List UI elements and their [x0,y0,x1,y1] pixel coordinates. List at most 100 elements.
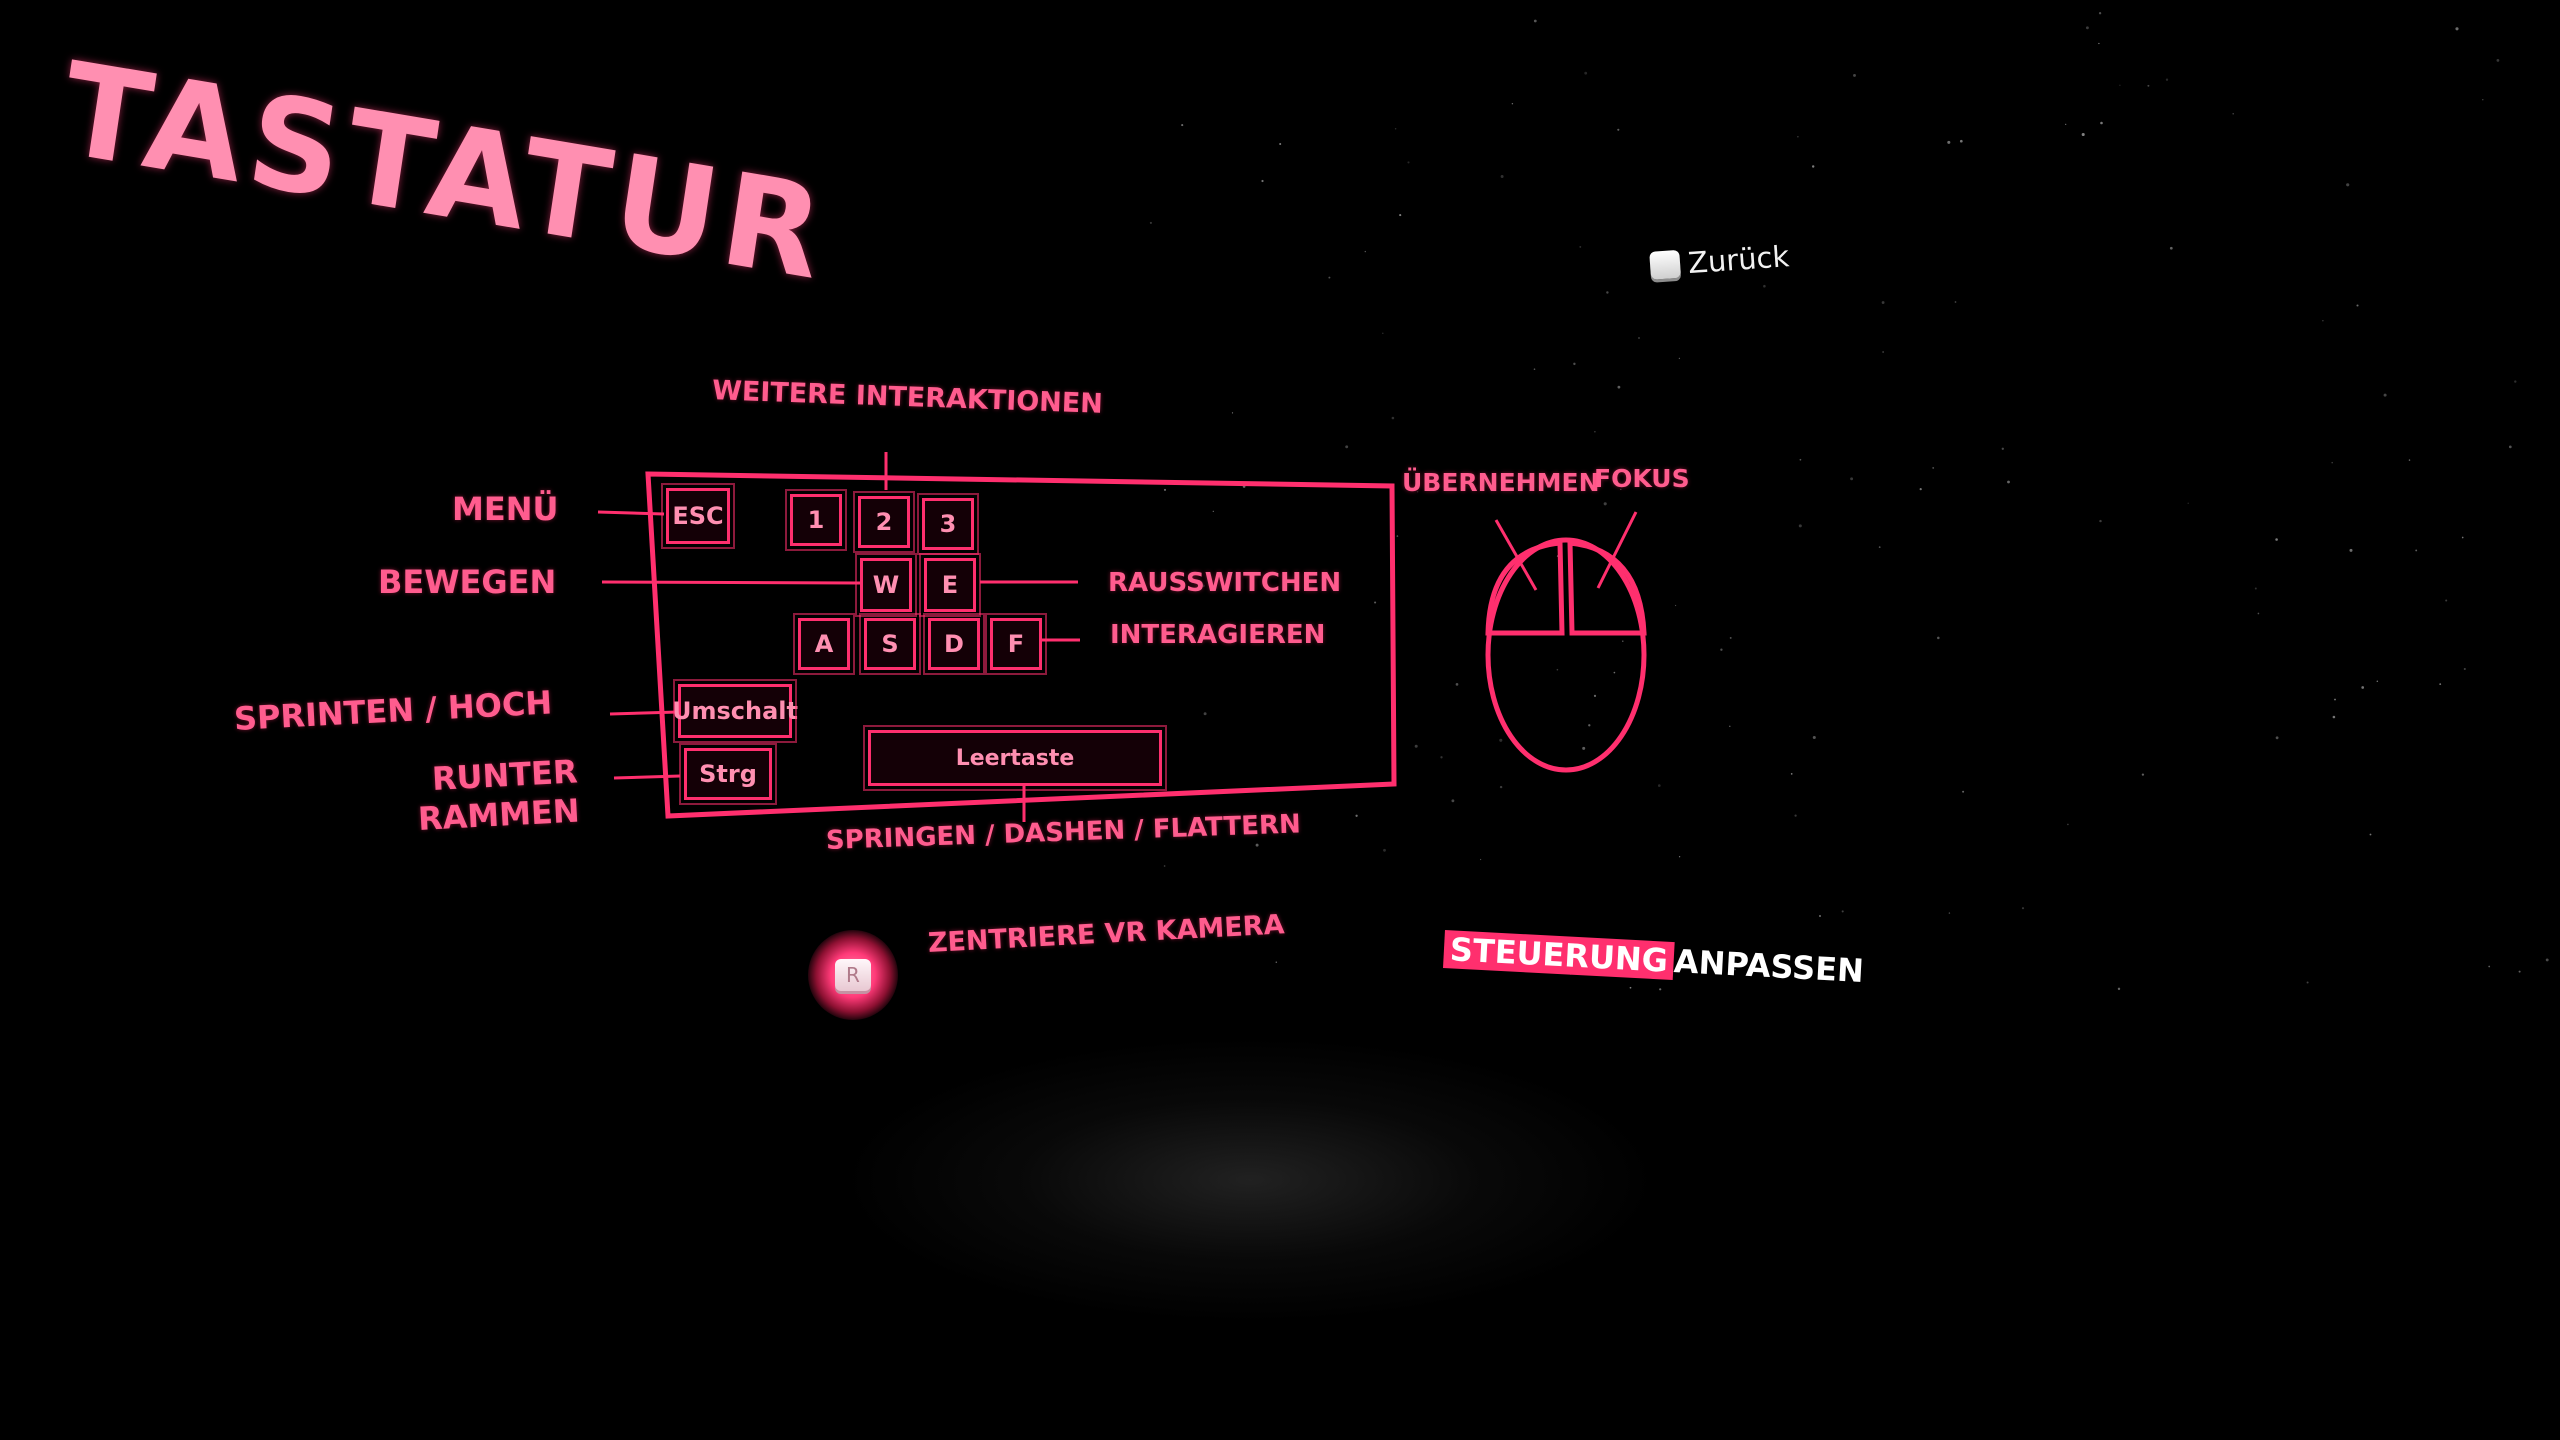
key-2[interactable]: 2 [853,491,915,553]
star [1394,128,1397,130]
star [1622,640,1624,642]
key-3[interactable]: 3 [917,493,979,555]
star [2119,84,2121,86]
star [1850,477,1854,481]
star [1212,510,1214,512]
star [1799,458,1802,461]
star [2514,380,2517,383]
star [1954,301,1957,303]
star [1617,385,1621,389]
key-esc[interactable]: ESC [661,483,735,549]
star [1606,291,1609,294]
star [1675,604,1677,607]
star [1479,858,1482,861]
star [1678,856,1681,858]
star [2165,78,2169,81]
key-1[interactable]: 1 [785,489,847,551]
star [2455,27,2459,31]
star [1440,756,1443,759]
star [1556,668,1559,671]
star [1881,301,1885,304]
star [1932,466,1935,469]
star [1811,165,1815,168]
star [2322,320,2324,322]
star [1584,71,1588,75]
star [2369,833,2372,836]
key-d[interactable]: D [923,613,985,675]
star [1594,431,1596,433]
star [2518,970,2521,973]
star [1393,631,1396,633]
star [2508,445,2512,449]
star [1407,161,1410,164]
star [2361,686,2365,689]
star [1203,712,1207,716]
star [1451,799,1455,803]
label-menu: MENÜ [452,490,559,528]
star [1164,488,1166,491]
star [1231,412,1234,414]
label-uebernehmen: ÜBERNEHMEN [1402,468,1600,497]
star [2007,480,2010,484]
star [1790,773,1793,775]
star [1499,738,1503,742]
star [2445,599,2448,602]
floor-glow [850,1040,1650,1320]
star [1937,636,1940,640]
star [1841,910,1844,913]
star [2254,587,2257,590]
key-w[interactable]: W [855,553,917,617]
star [2099,519,2102,523]
star [1579,245,1582,248]
star [2081,132,2085,137]
r-key-icon: R [835,959,871,991]
star [1588,724,1591,727]
star [2383,393,2387,397]
star [1962,790,1965,793]
star [1678,357,1681,360]
star [1947,140,1951,144]
key-strg[interactable]: Strg [679,743,777,805]
star [1763,284,1766,288]
star [1345,445,1349,449]
star [2334,698,2336,701]
star [2376,680,2379,683]
star [1533,368,1536,371]
star [2332,715,2336,719]
star [1734,968,1736,971]
star [1573,362,1576,366]
star [1261,179,1264,183]
star [1603,502,1607,506]
star [1798,524,1802,528]
star [1533,19,1537,23]
star [1617,128,1620,131]
key-f[interactable]: F [985,613,1047,675]
star [1620,488,1622,491]
star [1812,735,1816,740]
star [2257,612,2260,615]
star [1720,648,1723,651]
star [2067,823,2069,826]
star [2141,773,2145,776]
star [1328,276,1331,279]
star [1658,784,1661,787]
key-leertaste[interactable]: Leertaste [863,725,1167,791]
star [1255,843,1259,847]
star [1242,485,1246,488]
key-a[interactable]: A [793,613,855,675]
star [2147,84,2150,87]
star [2021,907,2025,910]
star [1355,814,1358,817]
star [1455,683,1459,686]
star [2439,683,2442,685]
star [1959,139,1963,143]
star [2461,536,2464,539]
label-bewegen: BEWEGEN [378,563,557,601]
star [2117,987,2121,991]
center-vr-camera-button[interactable]: R [808,930,898,1020]
key-umschalt[interactable]: Umschalt [672,679,798,743]
key-s[interactable]: S [859,613,921,675]
star [1729,636,1732,639]
key-e[interactable]: E [919,553,981,617]
